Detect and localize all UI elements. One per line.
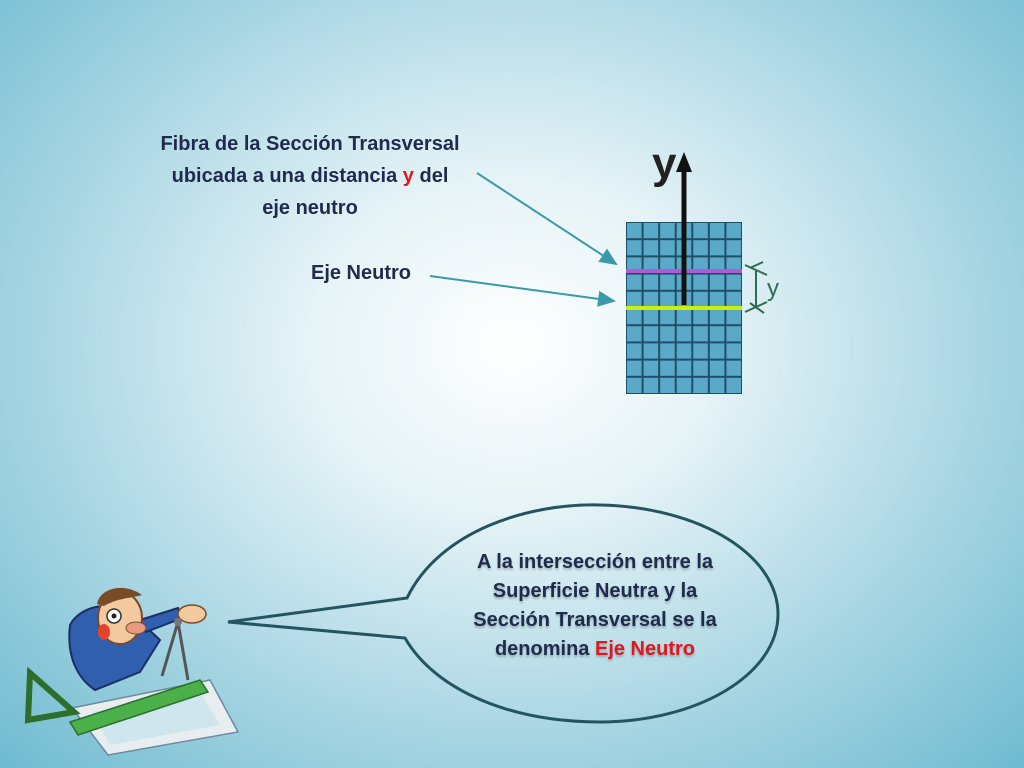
grid-cell <box>693 326 708 342</box>
fiber-label-line2-start: ubicada a una distancia <box>171 165 403 187</box>
grid-cell <box>643 240 659 256</box>
neutral-axis-pointer-arrow <box>429 275 616 307</box>
y-axis-arrowhead <box>676 152 692 172</box>
grid-cell <box>693 257 708 273</box>
grid-cell <box>709 223 725 239</box>
grid-cell <box>660 240 675 256</box>
fiber-label-line2-end: del <box>413 165 449 187</box>
grid-cell <box>709 343 725 359</box>
grid-cell <box>726 377 741 393</box>
speech-bubble <box>227 503 780 724</box>
grid-cell <box>693 377 708 393</box>
grid-cell <box>660 326 675 342</box>
y-axis-symbol: y <box>652 139 677 188</box>
grid-cell <box>726 326 741 342</box>
grid-cell <box>627 223 642 239</box>
grid-cell <box>693 223 708 239</box>
grid-cell <box>627 257 642 273</box>
grid-cell <box>660 360 675 376</box>
grid-cell <box>643 309 659 325</box>
grid-cell <box>627 326 642 342</box>
grid-cell <box>726 309 741 325</box>
grid-cell <box>643 360 659 376</box>
grid-cell <box>627 274 642 290</box>
callout-highlight: Eje Neutro <box>594 638 696 660</box>
grid-cell <box>643 274 659 290</box>
fiber-pointer-arrow <box>476 172 618 266</box>
grid-cell <box>726 223 741 239</box>
grid-cell <box>627 343 642 359</box>
grid-cell <box>709 360 725 376</box>
grid-cell <box>676 377 692 393</box>
grid-cell <box>643 326 659 342</box>
grid-cell <box>643 223 659 239</box>
grid-cell <box>693 343 708 359</box>
distance-dimension <box>744 261 768 314</box>
grid-cell <box>709 240 725 256</box>
grid-cell <box>627 360 642 376</box>
grid-cell <box>643 257 659 273</box>
grid-cell <box>627 240 642 256</box>
fiber-label-line2: ubicada a una distancia y del <box>140 160 480 192</box>
fiber-label-variable: y <box>402 165 414 187</box>
grid-cell <box>709 257 725 273</box>
callout-line2: Superficie Neutra y la <box>492 580 698 602</box>
grid-cell <box>693 291 708 307</box>
grid-cell <box>676 326 692 342</box>
fiber-label-line3: eje neutro <box>262 197 358 219</box>
callout-line4: denomina Eje Neutro <box>440 635 750 664</box>
grid-cell <box>643 377 659 393</box>
grid-cell <box>627 377 642 393</box>
grid-cell <box>709 377 725 393</box>
grid-cell <box>693 360 708 376</box>
grid-cell <box>660 257 675 273</box>
fiber-label: Fibra de la Sección Transversal ubicada … <box>140 128 480 224</box>
grid-cell <box>693 274 708 290</box>
grid-cell <box>660 274 675 290</box>
grid-cell <box>726 257 741 273</box>
grid-cell <box>627 291 642 307</box>
callout-line1: A la intersección entre la <box>476 551 713 573</box>
grid-cell <box>660 343 675 359</box>
grid-cell <box>709 326 725 342</box>
grid-cell <box>660 377 675 393</box>
grid-cell <box>709 309 725 325</box>
grid-cell <box>726 343 741 359</box>
grid-cell <box>676 360 692 376</box>
grid-cell <box>676 309 692 325</box>
fiber-label-line1: Fibra de la Sección Transversal <box>160 133 460 155</box>
callout-text: A la intersección entre la Superficie Ne… <box>440 548 750 664</box>
neutral-axis-label: Eje Neutro <box>310 262 412 284</box>
grid-cell <box>726 274 741 290</box>
grid-cell <box>660 291 675 307</box>
grid-cell <box>660 223 675 239</box>
grid-cell <box>726 291 741 307</box>
callout-line4-start: denomina <box>494 638 595 660</box>
grid-cell <box>676 343 692 359</box>
grid-cell <box>709 274 725 290</box>
grid-cell <box>693 240 708 256</box>
callout-line3: Sección Transversal se la <box>473 609 717 631</box>
grid-cell <box>643 343 659 359</box>
grid-cell <box>709 291 725 307</box>
engineer-drafting-illustration <box>24 587 240 756</box>
grid-cell <box>726 360 741 376</box>
grid-cell <box>643 291 659 307</box>
grid-cell <box>693 309 708 325</box>
distance-symbol: y <box>767 275 779 302</box>
grid-cell <box>726 240 741 256</box>
grid-cell <box>660 309 675 325</box>
grid-cell <box>627 309 642 325</box>
